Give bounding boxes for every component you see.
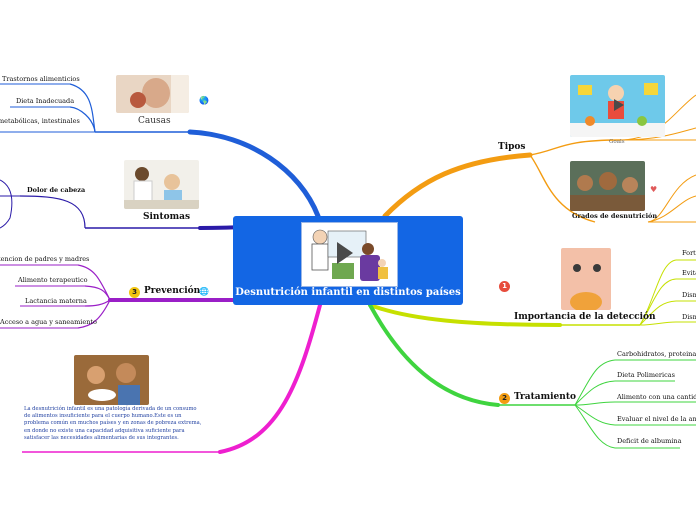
causas-title[interactable]: Causas — [138, 116, 171, 126]
sintomas-photo — [124, 160, 199, 209]
number-badge-1: 1 — [499, 281, 510, 292]
causas-photo — [116, 75, 189, 113]
importancia-title[interactable]: Importancia de la detección — [514, 312, 656, 322]
sintomas-title[interactable]: Sintomas — [143, 212, 191, 222]
prevencion-item[interactable]: Lactancia materna — [25, 297, 87, 305]
tratamiento-item[interactable]: Alimento con una cantidad d — [617, 393, 696, 401]
grados-photo — [570, 161, 645, 211]
tipos-image-caption: Goals — [609, 139, 625, 145]
central-video-thumbnail[interactable] — [301, 222, 398, 287]
number-badge-3: 3 — [129, 287, 140, 298]
causas-item[interactable]: metabólicas, intestinales — [0, 117, 80, 125]
central-title: Desnutrición infantil en distintos paíse… — [235, 287, 461, 298]
number-badge-2: 2 — [499, 393, 510, 404]
causas-item[interactable]: Trastornos alimenticios — [2, 75, 80, 83]
importancia-item[interactable]: Dism — [682, 291, 696, 299]
tratamiento-item[interactable]: Carbohidratos, proteinas — [617, 350, 696, 358]
importancia-item[interactable]: Forta — [682, 249, 696, 257]
prevencion-item[interactable]: tencion de padres y madres — [0, 255, 90, 263]
prevencion-item[interactable]: Acceso a agua y saneamiento — [0, 318, 97, 326]
prevencion-title[interactable]: Prevención — [144, 286, 201, 296]
tratamiento-item[interactable]: Dieta Polimericas — [617, 371, 675, 379]
importancia-photo — [561, 248, 611, 310]
causas-item[interactable]: Dieta Inadecuada — [16, 97, 75, 105]
importancia-item[interactable]: Dism — [682, 313, 696, 321]
tratamiento-item[interactable]: Deficit de albumina — [617, 437, 682, 445]
globe-icon: 🌎 — [199, 96, 209, 105]
descripcion-text[interactable]: La desnutrición infantil es una patologí… — [24, 406, 202, 441]
tipos-title[interactable]: Tipos — [498, 142, 526, 152]
central-topic[interactable]: Desnutrición infantil en distintos paíse… — [233, 216, 463, 305]
tratamiento-title[interactable]: Tratamiento — [514, 392, 576, 402]
heart-icon: ♥ — [650, 185, 658, 194]
tratamiento-item[interactable]: Evaluar el nivel de la anemia — [617, 415, 696, 423]
globe-icon: 🌐 — [199, 287, 209, 296]
importancia-item[interactable]: Evita — [682, 269, 696, 277]
play-icon[interactable] — [337, 242, 353, 264]
sintomas-item[interactable]: Dolor de cabeza — [27, 186, 86, 194]
tipos-goals-image — [570, 75, 665, 137]
descripcion-photo — [74, 355, 149, 405]
grados-caption[interactable]: Grados de desnutrición — [572, 212, 658, 220]
prevencion-item[interactable]: Alimento terapeutico — [18, 276, 88, 284]
